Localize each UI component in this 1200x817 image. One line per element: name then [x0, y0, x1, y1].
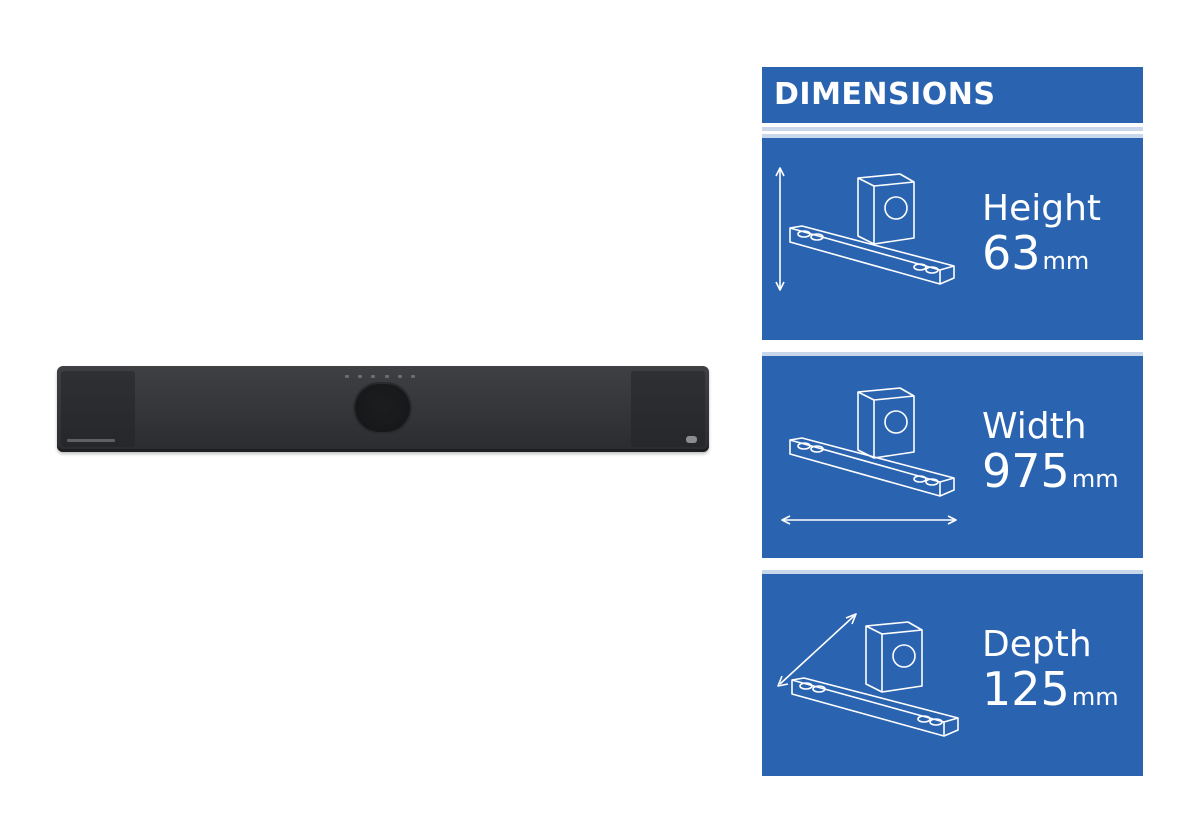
soundbar-image — [57, 366, 709, 452]
depth-arrow-icon — [779, 615, 855, 685]
width-unit: mm — [1071, 465, 1119, 493]
left-speaker-grille — [61, 371, 135, 447]
right-speaker-grille — [631, 371, 705, 447]
width-value: 975 — [982, 444, 1070, 498]
model-marking — [67, 439, 115, 442]
depth-diagram-icon — [777, 613, 959, 737]
height-name: Height — [982, 188, 1102, 229]
brand-logo — [686, 436, 697, 443]
dimensions-title: DIMENSIONS — [774, 77, 996, 112]
center-control-knob — [355, 384, 410, 432]
depth-label: Depth 125mm — [982, 624, 1119, 716]
depth-value: 125 — [982, 662, 1070, 716]
width-name: Width — [982, 406, 1087, 447]
height-diagram-icon — [775, 167, 955, 291]
depth-unit: mm — [1071, 683, 1119, 711]
depth-name: Depth — [982, 624, 1092, 665]
status-leds — [345, 375, 415, 379]
height-value: 63 — [982, 226, 1041, 280]
depth-card: Depth 125mm — [762, 574, 1143, 776]
height-card: Height 63mm — [762, 138, 1143, 340]
width-card: Width 975mm — [762, 356, 1143, 558]
width-label: Width 975mm — [982, 406, 1119, 498]
height-unit: mm — [1042, 247, 1090, 275]
dimensions-header: DIMENSIONS — [762, 67, 1143, 127]
height-label: Height 63mm — [982, 188, 1102, 280]
width-diagram-icon — [781, 387, 957, 525]
